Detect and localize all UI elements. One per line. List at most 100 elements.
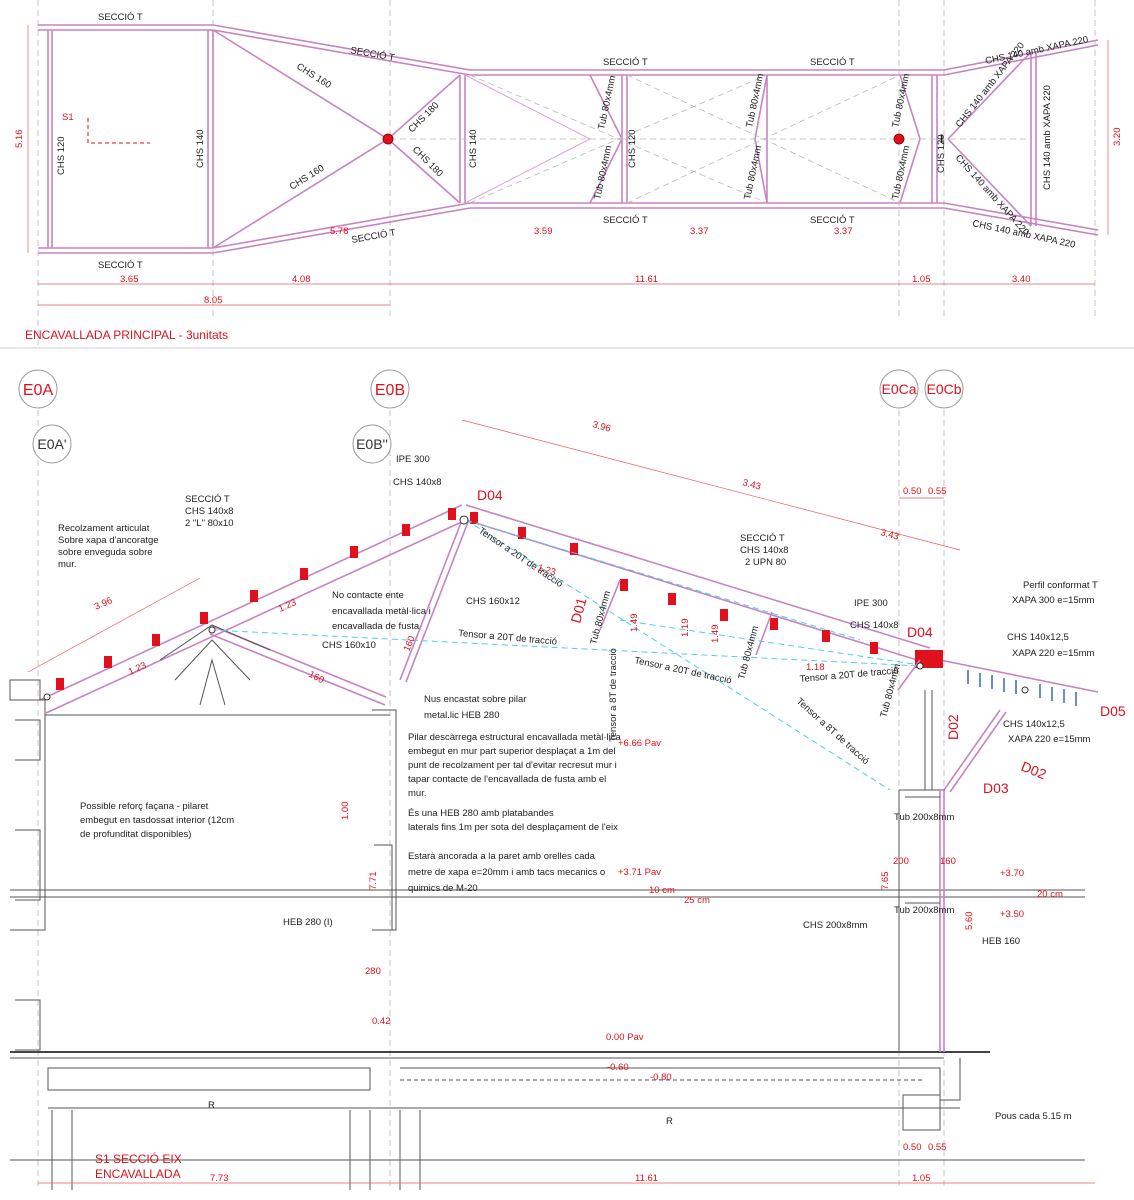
level-mark: +3.50 [1000,909,1024,920]
misc-dimension: 1.49 [629,614,640,633]
rafter-dimension: 3.96 [93,595,114,613]
tensor-label: Tensor a 8T de tracció [608,648,619,742]
ipe-label: IPE 300 [396,454,430,465]
seccio-t-right-note: SECCIÓ T CHS 140x8 2 UPN 80 [740,533,789,568]
svg-text:2 UPN 80: 2 UPN 80 [745,557,786,568]
member-label: Tub 80x4mm [744,72,766,128]
member-label: Tub 80x4mm [596,74,618,130]
svg-text:No contacte ente: No contacte ente [332,590,404,601]
svg-text:E0Ca: E0Ca [881,381,916,397]
member-label: CHS 160x12 [466,596,520,607]
small-dimension: 0.55 [928,1142,947,1153]
svg-text:2 "L" 80x10: 2 "L" 80x10 [185,518,233,529]
level-mark: -0.80 [650,1072,672,1083]
node-note: Nus encastat sobre pilar metal.lic HEB 2… [424,694,526,721]
seccio-t-left-note: SECCIÓ T CHS 140x8 2 "L" 80x10 [185,494,234,529]
span-dimension-total: 8.05 [204,295,223,306]
svg-text:És una HEB 280 amb platabandes: És una HEB 280 amb platabandes [408,808,554,819]
axis-bubble-e0b: E0B [370,369,410,409]
svg-text:E0A': E0A' [37,436,66,452]
svg-text:mur.: mur. [58,559,76,570]
member-label: Tub 80x4mm [588,590,613,646]
rafter-dimension: 1.23 [277,597,298,615]
plan-title: ENCAVALLADA PRINCIPAL - 3unitats [25,328,228,342]
svg-text:quimics de M-20: quimics de M-20 [408,883,478,894]
svg-text:metal.lic HEB 280: metal.lic HEB 280 [424,710,500,721]
member-label: CHS 160 [288,163,327,193]
member-label: CHS 140 amb XAPA 220 [1042,85,1053,190]
top-dimension: 3.43 [741,477,762,492]
bottom-dimension: 1.05 [912,1173,931,1184]
svg-text:Sobre xapa d'ancoratge: Sobre xapa d'ancoratge [58,535,159,546]
room-label: R [666,1116,673,1127]
chord-label: SECCIÓ T [603,215,648,226]
section-title: S1 SECCIÓ EIX [95,1151,182,1166]
chs-label: CHS 140x8 [393,477,442,488]
bottom-dimension: 11.61 [635,1173,658,1184]
span-dimension: 4.08 [292,274,311,285]
misc-dimension: 10 cm [649,885,675,896]
misc-dimension: 1.18 [806,662,825,673]
profile-note: Perfil conformat T XAPA 300 e=15mm [1012,580,1098,606]
svg-text:encavallada metàl·lica i: encavallada metàl·lica i [332,606,431,617]
misc-dimension: 200 [893,856,909,867]
inner-dimension: 3.37 [834,226,853,237]
member-label: CHS 160 [294,61,333,91]
node-marker [893,133,905,145]
svg-text:Possible reforç façana - pilar: Possible reforç façana - pilaret [80,801,209,812]
support-note: Recolzament articulat Sobre xapa d'ancor… [58,523,159,570]
room-label: R [208,1100,215,1111]
member-label: CHS 140 [195,129,206,168]
svg-text:SECCIÓ T: SECCIÓ T [740,533,785,544]
height-dimension: 3.20 [1112,128,1123,147]
inner-dimension: 3.59 [534,226,553,237]
svg-text:Perfil conformat T: Perfil conformat T [1023,580,1098,591]
small-dimension: 0.50 [903,1142,922,1153]
member-label: CHS 140 [468,129,479,168]
detail-tag-d04: D04 [477,487,503,503]
i-beam-symbol: I [940,132,943,146]
svg-text:sobre enveguda sobre: sobre enveguda sobre [58,547,153,558]
misc-dimension: 160 [402,634,418,653]
height-dimension: 5.16 [14,130,25,149]
level-mark: -0.60 [607,1062,629,1073]
detail-tag-d04: D04 [907,624,933,640]
anchor-note: Estarà ancorada a la paret amb orelles c… [408,851,605,894]
svg-text:CHS 140x8: CHS 140x8 [185,506,234,517]
chs-label: CHS 140x8 [850,620,899,631]
svg-text:SECCIÓ T: SECCIÓ T [185,494,230,505]
top-dimension: 3.43 [879,527,900,542]
chord-label: SECCIÓ T [810,57,855,68]
chord-label: SECCIÓ T [349,45,395,64]
level-mark: +3.70 [1000,868,1024,879]
node-marker [382,133,394,145]
svg-text:E0Cb: E0Cb [926,381,961,397]
svg-text:XAPA 220 e=15mm: XAPA 220 e=15mm [1012,648,1095,659]
svg-text:laterals fins 1m per sota del: laterals fins 1m per sota del desplaçame… [408,822,618,833]
level-mark: 0.00 Pav [606,1032,644,1043]
level-mark: +6.66 Pav [618,738,661,749]
member-label: CHS 140 amb XAPA 220 [954,40,1027,129]
svg-text:Estarà ancorada a la paret amb: Estarà ancorada a la paret amb orelles c… [408,851,596,862]
member-label: CHS 200x8mm [803,920,867,931]
axis-bubble-e0cb: E0Cb [924,369,964,409]
chord-label: SECCIÓ T [98,260,143,271]
span-dimension: 3.65 [120,274,139,285]
section-title: ENCAVALLADA [95,1167,181,1181]
section-cut-marker [87,118,150,144]
misc-dimension: 0.42 [372,1016,391,1027]
svg-text:de profunditat disponibles): de profunditat disponibles) [80,829,191,840]
level-mark: +3.71 Pav [618,867,661,878]
member-label: Tub 80x4mm [592,144,614,200]
member-label: Tub 200x8mm [894,812,954,823]
detail-tag-d05: D05 [1100,703,1126,719]
axis-bubble-e0a-prime: E0A' [32,424,72,464]
pillar-note: Pilar descàrrega estructural encavallada… [408,732,622,833]
svg-text:XAPA 300 e=15mm: XAPA 300 e=15mm [1012,595,1095,606]
misc-dimension: 280 [365,966,381,977]
misc-dimension: 5.60 [964,912,975,931]
svg-text:E0B'': E0B'' [356,436,388,452]
rafter-dimension: 1.23 [127,660,148,678]
misc-dimension: 1.23 [536,562,557,578]
